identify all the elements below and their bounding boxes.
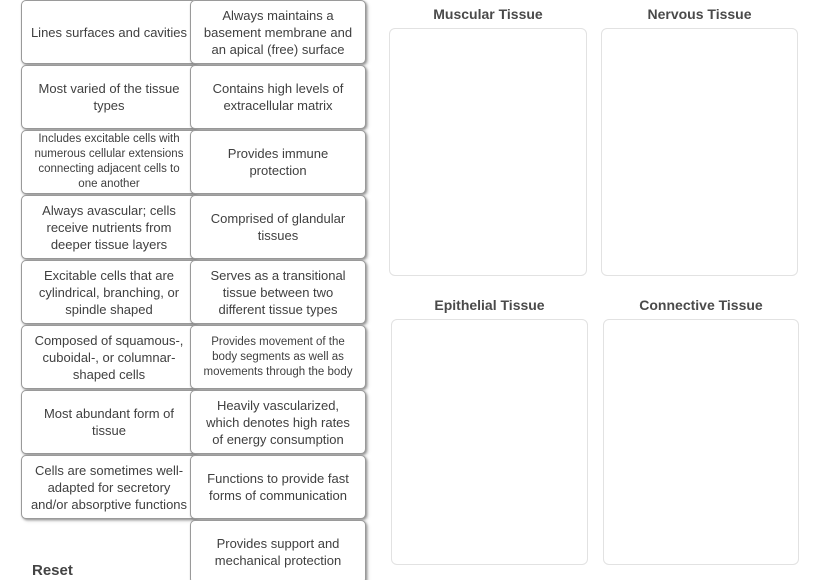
tile-label: Provides support and mechanical protecti… [214,536,342,568]
drop-zone-box-epithelial[interactable] [391,319,588,565]
tile-label: Always maintains a basement membrane and… [203,7,353,57]
reset-button[interactable]: Reset [32,562,73,579]
drop-zone-box-nervous[interactable] [601,28,798,276]
tile-label: Always avascular; cells receive nutrient… [42,202,176,252]
draggable-tile-right-1[interactable]: Contains high levels of extracellular ma… [190,65,366,129]
tile-column-right: Always maintains a basement membrane and… [190,0,366,580]
draggable-tile-right-8[interactable]: Provides support and mechanical protecti… [190,520,366,580]
draggable-tile-right-7[interactable]: Functions to provide fast forms of commu… [190,455,366,519]
tile-label: Serves as a transitional tissue between … [210,267,346,317]
tile-label: Functions to provide fast forms of commu… [207,471,349,503]
draggable-tile-right-4[interactable]: Serves as a transitional tissue between … [190,260,366,324]
draggable-tile-right-6[interactable]: Heavily vascularized, which denotes high… [190,390,366,454]
drop-zone-epithelial: Epithelial Tissue [391,297,588,565]
draggable-tile-right-2[interactable]: Provides immune protection [190,130,366,194]
drop-zone-box-muscular[interactable] [389,28,587,276]
tile-label: Composed of squamous-, cuboidal-, or col… [34,332,184,382]
draggable-tile-left-1[interactable]: Most varied of the tissue types [21,65,197,129]
tile-label: Provides movement of the body segments a… [203,335,353,378]
drop-zone-muscular: Muscular Tissue [389,6,587,276]
tile-label: Comprised of glandular tissues [210,211,346,243]
tile-label: Cells are sometimes well-adapted for sec… [30,462,188,512]
tile-label: Includes excitable cells with numerous c… [34,133,184,190]
tile-label: Excitable cells that are cylindrical, br… [38,267,180,317]
drop-zone-title-epithelial: Epithelial Tissue [434,297,545,313]
draggable-tile-right-0[interactable]: Always maintains a basement membrane and… [190,0,366,64]
draggable-tile-left-7[interactable]: Cells are sometimes well-adapted for sec… [21,455,197,519]
draggable-tile-left-6[interactable]: Most abundant form of tissue [21,390,197,454]
draggable-tile-right-5[interactable]: Provides movement of the body segments a… [190,325,366,389]
drop-zone-title-connective: Connective Tissue [639,297,763,313]
drop-zone-title-nervous: Nervous Tissue [647,6,752,22]
draggable-tile-left-3[interactable]: Always avascular; cells receive nutrient… [21,195,197,259]
draggable-tile-left-4[interactable]: Excitable cells that are cylindrical, br… [21,260,197,324]
draggable-tile-left-5[interactable]: Composed of squamous-, cuboidal-, or col… [21,325,197,389]
draggable-tile-left-0[interactable]: Lines surfaces and cavities [21,0,197,64]
tile-label: Most varied of the tissue types [38,81,180,113]
drop-zone-connective: Connective Tissue [603,297,799,565]
tile-label: Heavily vascularized, which denotes high… [206,397,350,447]
tile-label: Contains high levels of extracellular ma… [212,81,344,113]
draggable-tile-right-3[interactable]: Comprised of glandular tissues [190,195,366,259]
drop-zone-box-connective[interactable] [603,319,799,565]
tile-label: Most abundant form of tissue [43,406,175,438]
draggable-tile-left-2[interactable]: Includes excitable cells with numerous c… [21,130,197,194]
drop-zone-nervous: Nervous Tissue [601,6,798,276]
tile-label: Lines surfaces and cavities [30,24,188,40]
tile-label: Provides immune protection [227,146,329,178]
drop-zone-title-muscular: Muscular Tissue [433,6,543,22]
